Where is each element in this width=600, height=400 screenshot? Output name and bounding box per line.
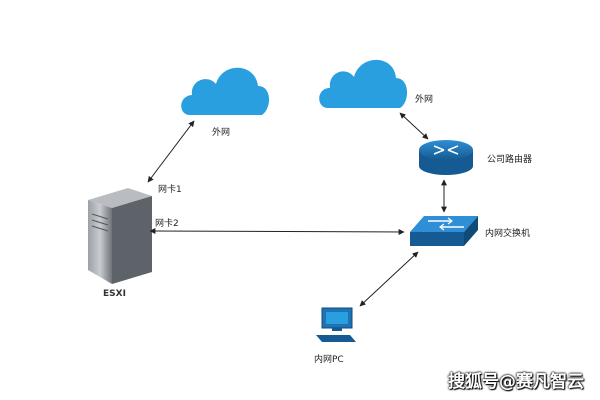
- link-right-cloud-router: [399, 112, 429, 140]
- cloud-icon-left: [181, 67, 270, 115]
- link-left-cloud-server: [147, 120, 195, 183]
- label-switch: 内网交换机: [485, 229, 531, 239]
- switch-icon: [410, 216, 478, 246]
- label-nic1: 网卡1: [158, 185, 182, 195]
- label-esxi: ESXI: [103, 289, 126, 299]
- cloud-icon-right: [319, 59, 408, 108]
- label-nic2: 网卡2: [155, 219, 179, 229]
- pc-icon: [316, 307, 356, 342]
- link-server-switch: [149, 228, 405, 235]
- link-switch-pc: [359, 251, 419, 307]
- router-icon: [419, 140, 473, 175]
- label-router: 公司路由器: [487, 155, 533, 165]
- label-wan-left: 外网: [212, 128, 231, 138]
- watermark-text: 搜狐号@赛凡智云: [448, 372, 584, 392]
- label-pc: 内网PC: [314, 355, 344, 365]
- label-wan-right: 外网: [415, 95, 434, 105]
- server-icon: [88, 188, 152, 284]
